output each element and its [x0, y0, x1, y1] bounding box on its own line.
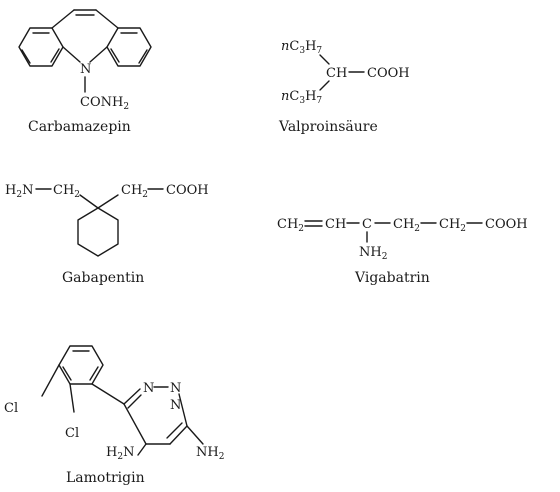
lamotrigin-amino-right: NH2 — [196, 445, 224, 462]
vigabatrin-ch: CH — [325, 217, 346, 232]
lamotrigin-n3: N — [170, 398, 181, 413]
lamotrigin-name: Lamotrigin — [66, 470, 145, 486]
lamotrigin-phenyl-ring — [58, 345, 104, 385]
gabapentin-aminomethyl: H2N — [5, 183, 33, 200]
gabapentin-cyclohexane — [77, 207, 119, 257]
carbamazepin-structure: N CONH2 Carbamazepin — [18, 9, 152, 135]
gabapentin-ch2-left: CH2 — [53, 183, 80, 200]
lamotrigin-chloro-2: Cl — [65, 426, 79, 441]
lamotrigin-chloro-1: Cl — [4, 401, 18, 416]
gabapentin-structure: H2N CH2 CH2 COOH Gabapentin — [5, 183, 209, 286]
vigabatrin-ch2-terminal: CH2 — [277, 217, 304, 234]
vigabatrin-nh2: NH2 — [359, 245, 387, 262]
vigabatrin-name: Vigabatrin — [354, 270, 430, 286]
carbamazepin-nitrogen: N — [80, 62, 91, 77]
gabapentin-ch2-right: CH2 — [121, 183, 148, 200]
valproinsaeure-ch: CH — [326, 66, 347, 81]
vigabatrin-cooh: COOH — [485, 217, 528, 232]
lamotrigin-structure: Cl Cl N N N H2N NH2 Lamotrigin — [4, 345, 224, 486]
valproinsaeure-structure: nC3H7 CH COOH nC3H7 Valproinsäure — [278, 39, 410, 135]
gabapentin-cooh: COOH — [166, 183, 209, 198]
valproinsaeure-top-chain: nC3H7 — [281, 39, 322, 56]
lamotrigin-n2: N — [170, 381, 181, 396]
valproinsaeure-name: Valproinsäure — [278, 119, 378, 135]
lamotrigin-amino-left: H2N — [106, 445, 134, 462]
vigabatrin-ch2-middle: CH2 — [393, 217, 420, 234]
valproinsaeure-cooh: COOH — [367, 66, 410, 81]
gabapentin-name: Gabapentin — [62, 270, 144, 286]
lamotrigin-n1: N — [143, 381, 154, 396]
vigabatrin-c: C — [362, 217, 372, 232]
vigabatrin-structure: CH2 CH C NH2 CH2 CH2 COOH Vigabatrin — [277, 217, 528, 286]
carbamazepin-conh2: CONH2 — [80, 95, 129, 112]
valproinsaeure-bottom-chain: nC3H7 — [281, 89, 322, 106]
vigabatrin-ch2-acid-side: CH2 — [439, 217, 466, 234]
carbamazepin-name: Carbamazepin — [28, 119, 131, 135]
